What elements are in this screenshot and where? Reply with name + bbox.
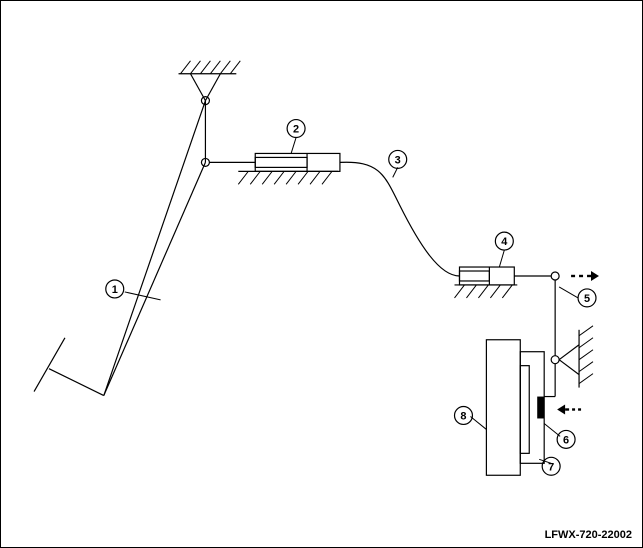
master-cylinder	[237, 152, 341, 185]
svg-text:2: 2	[293, 124, 299, 136]
svg-text:8: 8	[460, 410, 466, 422]
callout-8: 8	[453, 405, 474, 426]
clutch-pedal	[33, 96, 211, 397]
svg-text:3: 3	[395, 154, 401, 166]
operating-cylinder	[454, 266, 518, 299]
callout-2: 2	[286, 118, 306, 139]
clutch-disc	[519, 365, 530, 454]
callout-5: 5	[577, 288, 597, 308]
svg-text:5: 5	[584, 293, 590, 305]
callout-7: 7	[541, 456, 561, 476]
clutch-hose	[339, 161, 460, 277]
callout-1: 1	[105, 279, 125, 299]
release-direction-arrow	[571, 271, 599, 281]
svg-text:1: 1	[112, 284, 118, 296]
clutch-assembly	[485, 339, 545, 476]
callout-3: 3	[388, 149, 408, 169]
callout-6: 6	[556, 429, 576, 449]
figure-code: LFWX-720-22002	[544, 529, 632, 541]
flywheel	[485, 339, 521, 476]
bearing-push-arrow	[557, 404, 582, 415]
pedal-pivot-mount	[178, 60, 241, 101]
leader-lines	[124, 137, 579, 464]
svg-text:7: 7	[548, 461, 554, 473]
pedal-pivot-joint	[200, 96, 211, 106]
callout-4: 4	[494, 231, 514, 251]
withdrawal-lever	[544, 271, 594, 398]
release-bearing	[537, 396, 545, 419]
svg-text:4: 4	[501, 236, 508, 248]
svg-text:6: 6	[563, 434, 569, 446]
